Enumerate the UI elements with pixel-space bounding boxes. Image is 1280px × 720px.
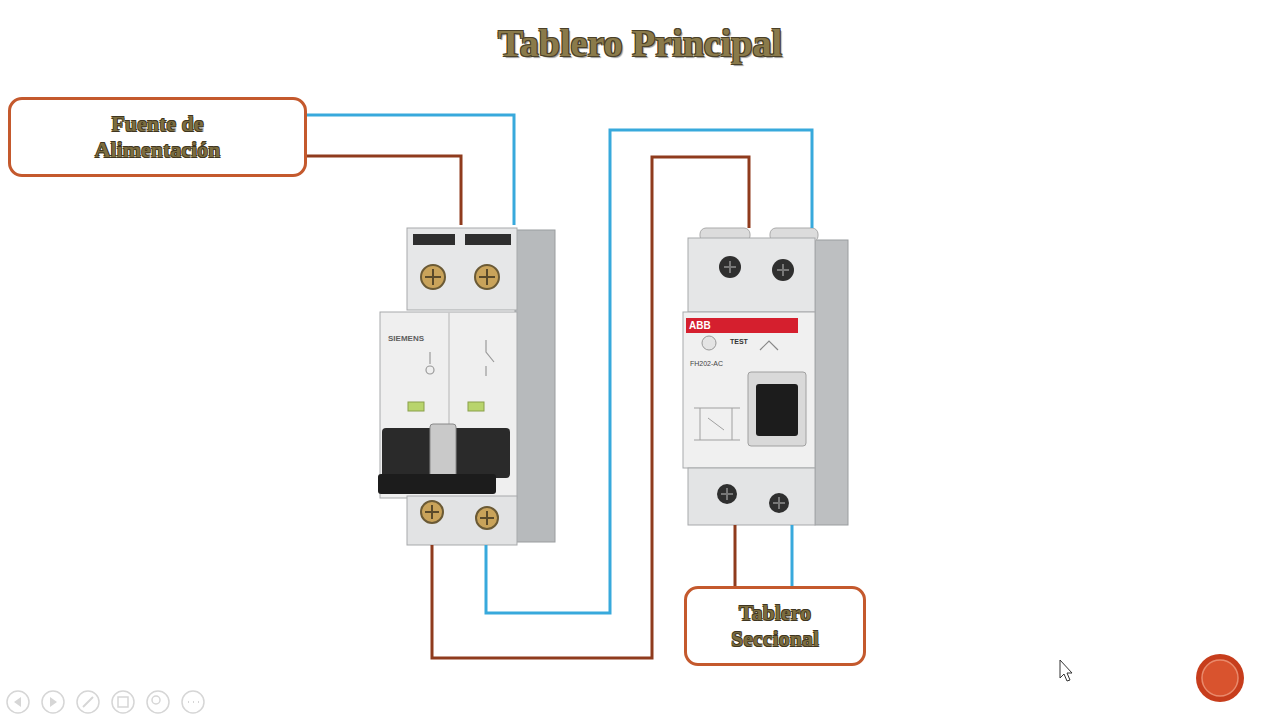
house-icon — [760, 341, 778, 350]
breaker-top-block — [407, 228, 517, 310]
record-button-outer — [1196, 654, 1244, 702]
breaker-face — [380, 312, 517, 498]
device-side — [815, 240, 848, 525]
device-handle — [756, 384, 798, 436]
terminal-screw — [421, 265, 445, 289]
switch-symbol — [486, 340, 494, 376]
terminal-screw — [421, 501, 443, 523]
model-label: FH202-AC — [690, 360, 723, 368]
brand-band — [686, 318, 798, 333]
live-wire — [734, 525, 737, 586]
breaker-handle — [452, 428, 510, 478]
live-wire — [307, 156, 461, 225]
neutral-wire — [307, 115, 514, 225]
screw-cross — [480, 511, 494, 525]
screw-cross — [425, 505, 439, 519]
control-glyph — [14, 697, 21, 707]
screw-cross — [773, 497, 785, 509]
mouse-cursor — [1060, 660, 1072, 681]
node-label: Tablero Seccional — [700, 600, 850, 653]
device-face — [683, 312, 815, 468]
breaker-bottom-block — [407, 496, 517, 545]
control-glyph — [188, 701, 199, 703]
power-source-box: Fuente de Alimentación — [8, 97, 307, 177]
control-icon — [182, 691, 204, 713]
neutral-wire — [486, 130, 812, 613]
brand-label: ABB — [689, 320, 711, 331]
test-button — [702, 336, 716, 350]
terminal-screw — [772, 259, 794, 281]
control-icon — [42, 691, 64, 713]
record-button-inner — [1202, 660, 1238, 696]
screw-cross — [721, 488, 733, 500]
terminal-screw — [769, 493, 789, 513]
title-bar: Tablero Principal — [0, 22, 1280, 66]
terminal-screw — [475, 265, 499, 289]
switch-symbol — [426, 352, 434, 374]
residual-current-device: ABB TEST FH202-AC — [683, 228, 848, 525]
control-glyph — [118, 697, 128, 707]
handle-frame — [748, 372, 806, 446]
miniature-circuit-breaker — [378, 228, 555, 545]
circuit-symbol — [694, 408, 740, 440]
control-glyph — [50, 697, 57, 707]
circuit-breaker: SIEMENS — [380, 225, 555, 545]
terminal-screw — [719, 256, 741, 278]
brand-label: SIEMENS — [388, 335, 424, 344]
node-label: Fuente de Alimentación — [58, 111, 258, 164]
device-bottom-block — [688, 468, 815, 525]
neutral-wire — [791, 525, 794, 586]
live-wire — [432, 157, 749, 658]
record-button — [1196, 654, 1244, 702]
terminal-slot — [465, 234, 511, 245]
status-window — [408, 402, 424, 411]
control-icon — [77, 691, 99, 713]
screw-cross — [724, 261, 736, 273]
control-glyph — [83, 697, 93, 707]
breaker-side — [515, 230, 555, 542]
screw-cross — [479, 269, 495, 285]
diagram-title: Tablero Principal — [498, 22, 782, 66]
terminal-slot — [413, 234, 455, 245]
slideshow-controls — [7, 691, 204, 713]
status-window — [468, 402, 484, 411]
screw-cross — [777, 264, 789, 276]
control-glyph — [152, 696, 160, 704]
terminal-screw — [476, 507, 498, 529]
control-icon — [112, 691, 134, 713]
terminal-screw — [717, 484, 737, 504]
sub-panel-box: Tablero Seccional — [684, 586, 866, 666]
control-icon — [7, 691, 29, 713]
device-top-block — [688, 238, 815, 312]
button-label: TEST — [730, 338, 748, 346]
pole-divider — [448, 312, 450, 426]
handle-coupling — [430, 424, 456, 480]
residual-current-device — [683, 228, 848, 525]
screw-cross — [425, 269, 441, 285]
handle-base — [378, 474, 496, 494]
control-icon — [147, 691, 169, 713]
